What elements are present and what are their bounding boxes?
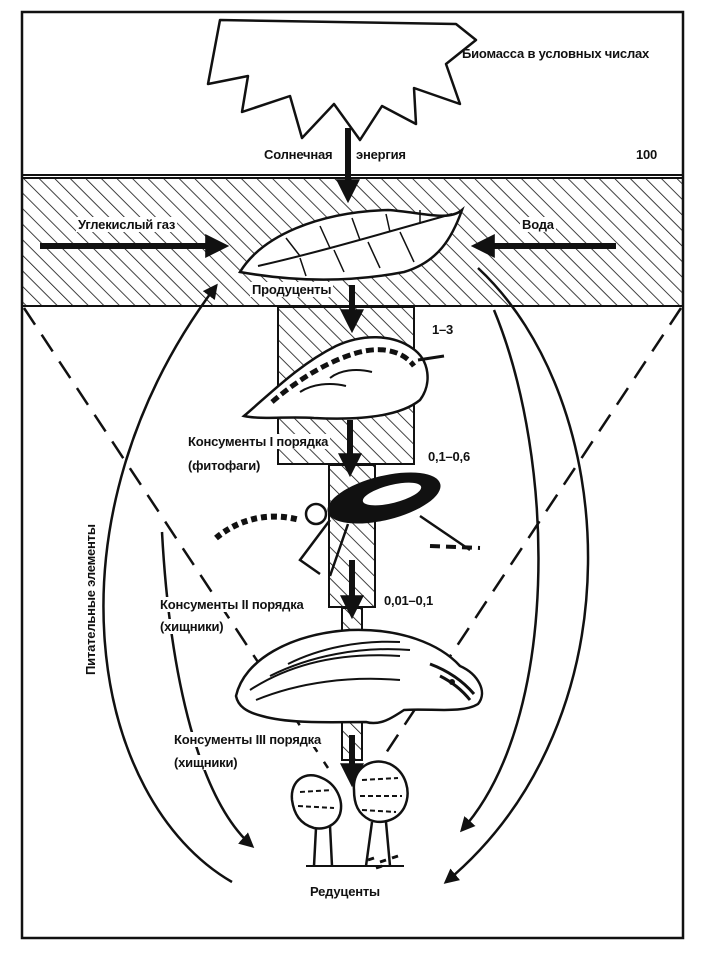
sun-icon xyxy=(206,18,478,142)
outer-frame xyxy=(20,10,685,940)
solar-energy-label-left: Солнечная xyxy=(262,147,335,162)
biomass-consumers-1: 1–3 xyxy=(432,322,454,337)
biomass-producers: 100 xyxy=(636,147,658,162)
consumers-2-sublabel: (хищники) xyxy=(158,619,226,634)
co2-label: Углекислый газ xyxy=(76,217,178,232)
consumers-3-sublabel: (хищники) xyxy=(172,755,240,770)
producers-label: Продуценты xyxy=(250,282,334,297)
biomass-consumers-2: 0,1–0,6 xyxy=(428,449,470,464)
biomass-title: Биомасса в условных числах xyxy=(462,46,650,61)
cycle-arrow-right-outer xyxy=(443,267,590,884)
consumers-1-sublabel: (фитофаги) xyxy=(186,458,263,473)
cycle-arrow-right-inner xyxy=(460,309,540,833)
decomposers-label: Редуценты xyxy=(308,884,382,899)
water-label: Вода xyxy=(520,217,556,232)
caterpillar-icon xyxy=(241,336,445,420)
consumers-3-label: Консументы III порядка xyxy=(172,732,323,747)
mushrooms-icon xyxy=(290,760,409,870)
solar-energy-label-right: энергия xyxy=(354,147,408,162)
consumers-1-label: Консументы I порядка xyxy=(186,434,331,449)
cycle-arrow-left-inner xyxy=(160,531,255,848)
biomass-consumers-3: 0,01–0,1 xyxy=(384,593,434,608)
cycle-arrow-left-outer xyxy=(102,283,233,884)
consumers-2-label: Консументы II порядка xyxy=(158,597,306,612)
beetle-icon xyxy=(214,472,481,577)
nutrients-label: Питательные элементы xyxy=(83,524,98,675)
leaf-icon xyxy=(237,205,465,281)
badger-icon xyxy=(234,628,484,725)
